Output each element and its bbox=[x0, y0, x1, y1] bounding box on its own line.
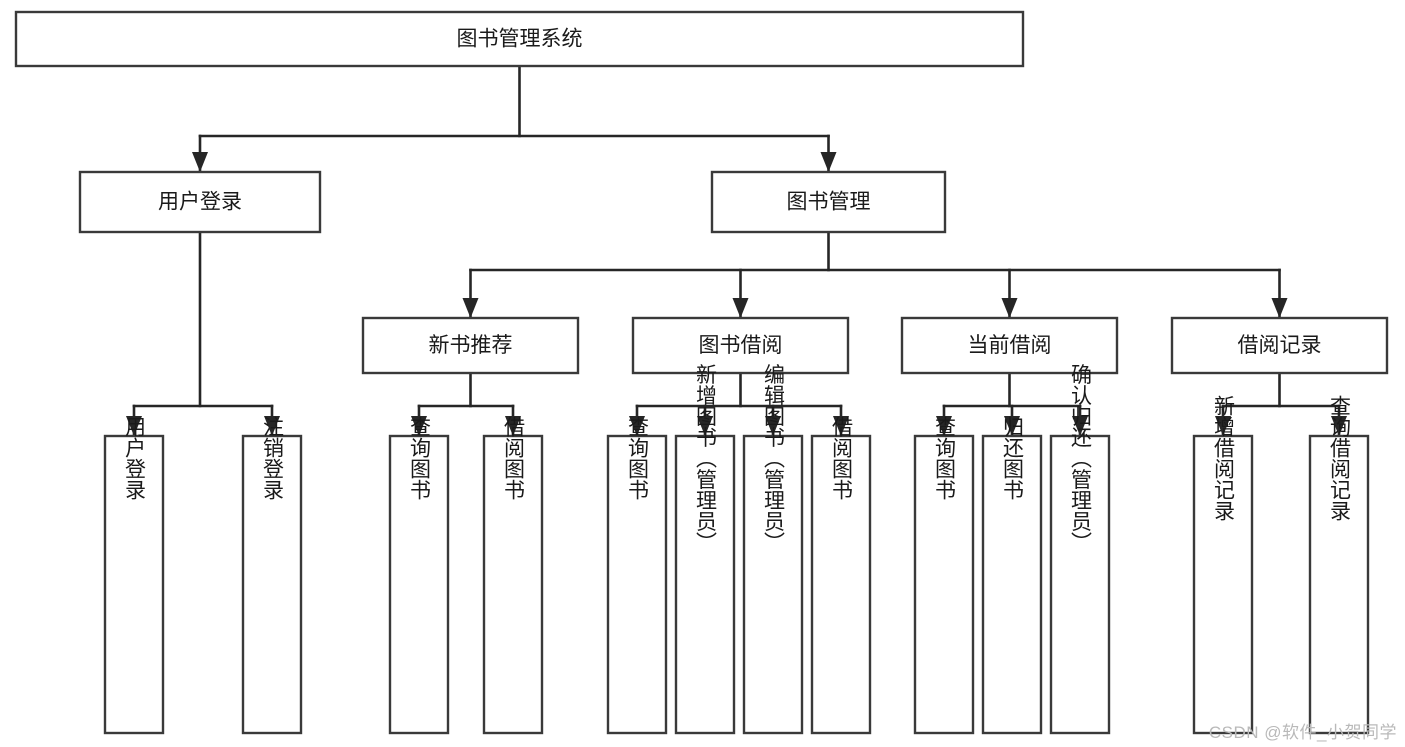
node-box-leaf-add-record[interactable] bbox=[1192, 434, 1254, 735]
node-box-leaf-borrow-book-1[interactable] bbox=[482, 434, 544, 735]
node-label-book-borrow: 图书借阅 bbox=[699, 334, 783, 357]
node-box-leaf-query-record[interactable] bbox=[1308, 434, 1370, 735]
node-leaf-logout[interactable]: 注销登录 bbox=[241, 416, 303, 735]
node-box-leaf-confirm-return[interactable] bbox=[1049, 434, 1111, 735]
arrow-to-leaf-query-book-3 bbox=[936, 416, 952, 436]
node-box-user-login[interactable] bbox=[78, 170, 322, 234]
arrow-to-leaf-confirm-return bbox=[1072, 416, 1088, 436]
arrow-to-leaf-user-login bbox=[126, 416, 142, 436]
node-box-leaf-query-book-3[interactable] bbox=[913, 434, 975, 735]
node-leaf-user-login[interactable]: 用户登录 bbox=[103, 416, 165, 735]
arrow-to-leaf-borrow-book-2 bbox=[833, 416, 849, 436]
node-label-new-book-recommend: 新书推荐 bbox=[429, 334, 513, 357]
node-label-leaf-logout: 注销登录 bbox=[261, 416, 285, 500]
arrow-to-borrow-record bbox=[1271, 298, 1288, 318]
node-box-leaf-edit-book[interactable] bbox=[742, 434, 804, 735]
node-box-book-manage[interactable] bbox=[710, 170, 947, 234]
node-current-borrow[interactable]: 当前借阅 bbox=[900, 316, 1119, 375]
node-book-borrow[interactable]: 图书借阅 bbox=[631, 316, 850, 375]
node-box-new-book-recommend[interactable] bbox=[361, 316, 580, 375]
node-leaf-confirm-return[interactable]: 确认归还（管理员） bbox=[1049, 364, 1111, 735]
node-label-root: 图书管理系统 bbox=[457, 28, 583, 51]
node-book-manage[interactable]: 图书管理 bbox=[710, 170, 947, 234]
arrow-to-user-login bbox=[192, 152, 208, 172]
node-label-borrow-record: 借阅记录 bbox=[1238, 334, 1322, 357]
node-leaf-borrow-book-1[interactable]: 借阅图书 bbox=[482, 416, 544, 735]
node-label-user-login: 用户登录 bbox=[158, 191, 242, 214]
node-label-leaf-add-book: 新增图书（管理员） bbox=[694, 364, 718, 553]
node-box-leaf-query-book-2[interactable] bbox=[606, 434, 668, 735]
node-label-leaf-query-record: 查询借阅记录 bbox=[1328, 395, 1352, 521]
node-label-leaf-edit-book: 编辑图书（管理员） bbox=[762, 364, 786, 553]
node-leaf-query-book-1[interactable]: 查询图书 bbox=[388, 416, 450, 735]
arrow-to-book-borrow bbox=[732, 298, 749, 318]
node-leaf-query-book-2[interactable]: 查询图书 bbox=[606, 416, 668, 735]
node-box-leaf-logout[interactable] bbox=[241, 434, 303, 735]
node-box-leaf-return-book[interactable] bbox=[981, 434, 1043, 735]
arrow-to-leaf-add-record bbox=[1215, 416, 1231, 436]
node-leaf-query-book-3[interactable]: 查询图书 bbox=[913, 416, 975, 735]
arrow-to-new-book-recommend bbox=[462, 298, 479, 318]
node-new-book-recommend[interactable]: 新书推荐 bbox=[361, 316, 580, 375]
node-leaf-borrow-book-2[interactable]: 借阅图书 bbox=[810, 416, 872, 735]
arrow-to-leaf-query-book-1 bbox=[411, 416, 427, 436]
node-label-leaf-borrow-book-2: 借阅图书 bbox=[830, 416, 854, 500]
node-box-leaf-query-book-1[interactable] bbox=[388, 434, 450, 735]
node-box-current-borrow[interactable] bbox=[900, 316, 1119, 375]
node-leaf-add-book[interactable]: 新增图书（管理员） bbox=[674, 364, 736, 735]
node-label-current-borrow: 当前借阅 bbox=[968, 334, 1052, 357]
node-label-leaf-query-book-1: 查询图书 bbox=[408, 416, 432, 500]
arrow-to-leaf-borrow-book-1 bbox=[505, 416, 521, 436]
arrow-to-leaf-edit-book bbox=[765, 416, 781, 436]
node-label-book-manage: 图书管理 bbox=[787, 191, 871, 214]
node-box-borrow-record[interactable] bbox=[1170, 316, 1389, 375]
connector-layer bbox=[126, 64, 1347, 436]
node-box-leaf-add-book[interactable] bbox=[674, 434, 736, 735]
node-label-leaf-add-record: 新增借阅记录 bbox=[1212, 395, 1236, 521]
node-label-leaf-confirm-return: 确认归还（管理员） bbox=[1069, 364, 1093, 553]
arrow-to-leaf-return-book bbox=[1004, 416, 1020, 436]
arrow-to-leaf-logout bbox=[264, 416, 280, 436]
node-leaf-query-record[interactable]: 查询借阅记录 bbox=[1308, 395, 1370, 735]
node-box-book-borrow[interactable] bbox=[631, 316, 850, 375]
node-label-leaf-query-book-3: 查询图书 bbox=[933, 416, 957, 500]
node-leaf-add-record[interactable]: 新增借阅记录 bbox=[1192, 395, 1254, 735]
node-box-leaf-user-login[interactable] bbox=[103, 434, 165, 735]
node-label-leaf-return-book: 归还图书 bbox=[1001, 416, 1025, 500]
node-label-leaf-borrow-book-1: 借阅图书 bbox=[502, 416, 526, 500]
arrow-to-leaf-query-record bbox=[1331, 416, 1347, 436]
node-leaf-return-book[interactable]: 归还图书 bbox=[981, 416, 1043, 735]
node-box-root[interactable] bbox=[14, 10, 1025, 68]
arrow-to-book-manage bbox=[820, 152, 837, 172]
node-user-login[interactable]: 用户登录 bbox=[78, 170, 322, 234]
node-root[interactable]: 图书管理系统 bbox=[14, 10, 1025, 68]
arrow-to-current-borrow bbox=[1001, 298, 1018, 318]
node-leaf-edit-book[interactable]: 编辑图书（管理员） bbox=[742, 364, 804, 735]
arrow-to-leaf-query-book-2 bbox=[629, 416, 645, 436]
arrow-to-leaf-add-book bbox=[697, 416, 713, 436]
node-borrow-record[interactable]: 借阅记录 bbox=[1170, 316, 1389, 375]
node-label-leaf-query-book-2: 查询图书 bbox=[626, 416, 650, 500]
node-box-leaf-borrow-book-2[interactable] bbox=[810, 434, 872, 735]
node-layer: 图书管理系统用户登录图书管理新书推荐图书借阅当前借阅借阅记录用户登录注销登录查询… bbox=[14, 10, 1389, 735]
csdn-watermark: CSDN @软件_小贺同学 bbox=[1208, 723, 1397, 742]
node-label-leaf-user-login: 用户登录 bbox=[123, 416, 147, 500]
